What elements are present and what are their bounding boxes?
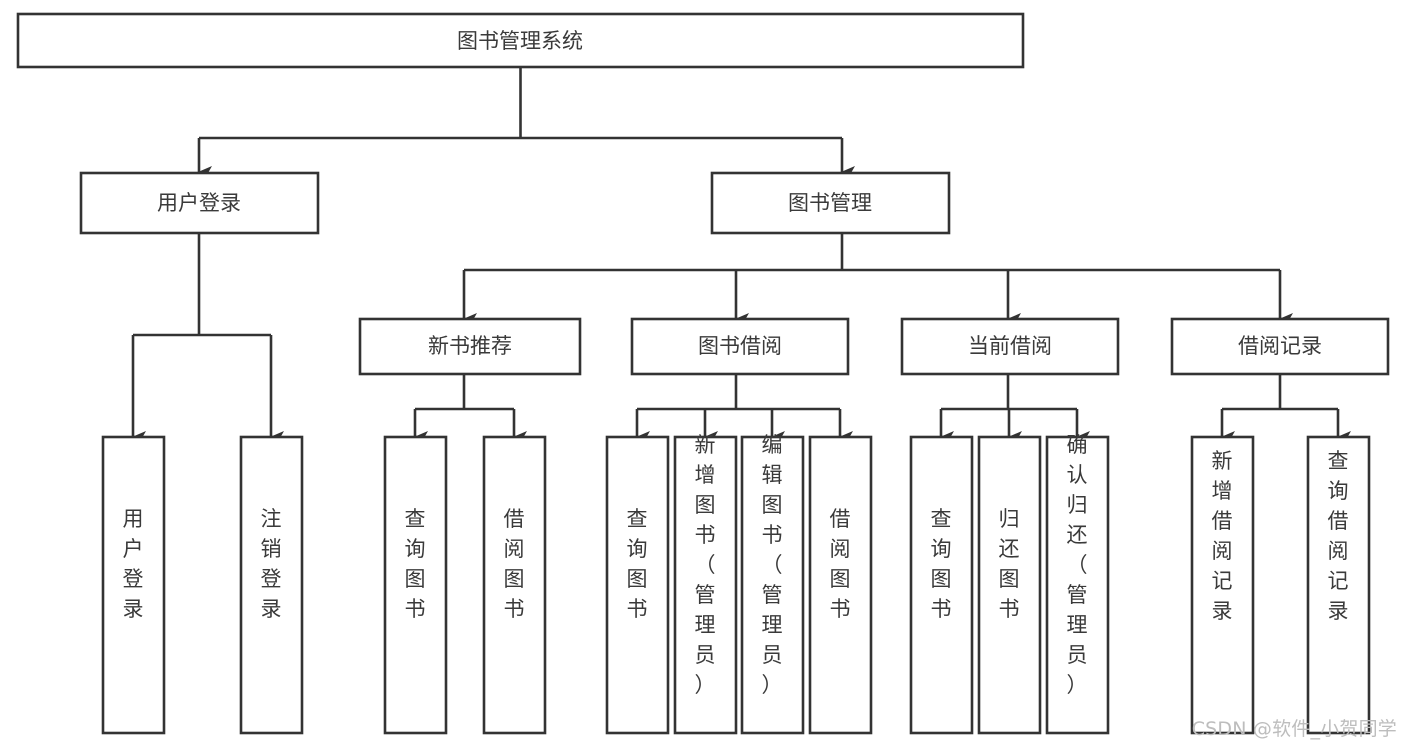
node-new-book-recommend-label: 新书推荐 bbox=[428, 334, 512, 358]
node-book-borrow[interactable]: 图书借阅 bbox=[630, 317, 850, 376]
node-current-borrow[interactable]: 当前借阅 bbox=[900, 317, 1120, 376]
leaf-query-book-3-box[interactable] bbox=[909, 435, 974, 735]
leaf-node[interactable]: 查询图书 bbox=[605, 435, 670, 735]
leaf-confirm-return-label: 确认归还（管理员） bbox=[1067, 433, 1088, 697]
connector-group-user-login bbox=[131, 233, 284, 443]
leaf-logout-box[interactable] bbox=[239, 435, 304, 735]
leaf-node[interactable]: 用户登录 bbox=[101, 435, 166, 735]
node-book-borrow-box[interactable] bbox=[630, 317, 850, 376]
leaf-return-book-box[interactable] bbox=[977, 435, 1042, 735]
node-current-borrow-label: 当前借阅 bbox=[968, 334, 1052, 358]
connector-group-book-borrow bbox=[635, 374, 853, 443]
leaf-query-borrow-record-box[interactable] bbox=[1306, 435, 1371, 735]
node-root-box[interactable] bbox=[16, 12, 1025, 69]
leaf-query-book-1-box[interactable] bbox=[383, 435, 448, 735]
node-borrow-record-label: 借阅记录 bbox=[1238, 334, 1322, 358]
node-current-borrow-box[interactable] bbox=[900, 317, 1120, 376]
leaf-borrow-book-1-box[interactable] bbox=[482, 435, 547, 735]
node-user-login-label: 用户登录 bbox=[157, 191, 241, 215]
leaf-user-login-label: 用户登录 bbox=[123, 507, 144, 621]
node-book-manage[interactable]: 图书管理 bbox=[710, 171, 951, 235]
leaf-borrow-book-2-box[interactable] bbox=[808, 435, 873, 735]
node-new-book-recommend[interactable]: 新书推荐 bbox=[358, 317, 582, 376]
leaf-query-book-3-label: 查询图书 bbox=[931, 507, 952, 621]
leaf-add-borrow-record-box[interactable] bbox=[1190, 435, 1255, 735]
leaf-node[interactable]: 借阅图书 bbox=[482, 435, 547, 735]
node-book-borrow-label: 图书借阅 bbox=[698, 334, 782, 358]
leaf-edit-book-label: 编辑图书（管理员） bbox=[762, 433, 783, 697]
node-book-manage-box[interactable] bbox=[710, 171, 951, 235]
leaf-borrow-book-2-label: 借阅图书 bbox=[830, 507, 851, 621]
leaf-node[interactable]: 注销登录 bbox=[239, 435, 304, 735]
leaf-edit-book-box[interactable] bbox=[740, 435, 805, 735]
leaf-query-book-2-box[interactable] bbox=[605, 435, 670, 735]
leaf-query-book-1-label: 查询图书 bbox=[405, 507, 426, 621]
leaf-query-borrow-record-label: 查询借阅记录 bbox=[1328, 449, 1349, 623]
node-user-login[interactable]: 用户登录 bbox=[79, 171, 320, 235]
leaf-return-book-label: 归还图书 bbox=[999, 507, 1020, 621]
node-borrow-record-box[interactable] bbox=[1170, 317, 1390, 376]
connector-group-borrow-record bbox=[1220, 374, 1351, 443]
leaf-node[interactable]: 新增图书（管理员） bbox=[673, 433, 738, 735]
leaf-add-book-label: 新增图书（管理员） bbox=[695, 433, 716, 697]
leaf-node[interactable]: 借阅图书 bbox=[808, 435, 873, 735]
leaf-node[interactable]: 查询借阅记录 bbox=[1306, 435, 1371, 735]
node-borrow-record[interactable]: 借阅记录 bbox=[1170, 317, 1390, 376]
connector-group-current-borrow bbox=[939, 374, 1090, 443]
node-root[interactable]: 图书管理系统 bbox=[16, 12, 1025, 69]
node-root-label: 图书管理系统 bbox=[457, 29, 583, 53]
leaf-logout-label: 注销登录 bbox=[261, 507, 282, 621]
node-new-book-recommend-box[interactable] bbox=[358, 317, 582, 376]
leaf-borrow-book-1-label: 借阅图书 bbox=[504, 507, 525, 621]
leaf-node[interactable]: 归还图书 bbox=[977, 435, 1042, 735]
leaf-node[interactable]: 编辑图书（管理员） bbox=[740, 433, 805, 735]
node-user-login-box[interactable] bbox=[79, 171, 320, 235]
leaf-add-borrow-record-label: 新增借阅记录 bbox=[1212, 449, 1233, 623]
leaf-user-login-box[interactable] bbox=[101, 435, 166, 735]
leaf-node[interactable]: 确认归还（管理员） bbox=[1045, 433, 1110, 735]
connector-group-new-book bbox=[413, 374, 527, 443]
leaf-add-book-box[interactable] bbox=[673, 435, 738, 735]
connector-group-book-manage bbox=[462, 233, 1293, 325]
leaf-confirm-return-box[interactable] bbox=[1045, 435, 1110, 735]
leaf-query-book-2-label: 查询图书 bbox=[627, 507, 648, 621]
connector-group-root bbox=[197, 67, 855, 178]
node-book-manage-label: 图书管理 bbox=[788, 191, 872, 215]
leaf-node[interactable]: 查询图书 bbox=[909, 435, 974, 735]
leaf-node[interactable]: 查询图书 bbox=[383, 435, 448, 735]
leaf-node[interactable]: 新增借阅记录 bbox=[1190, 435, 1255, 735]
